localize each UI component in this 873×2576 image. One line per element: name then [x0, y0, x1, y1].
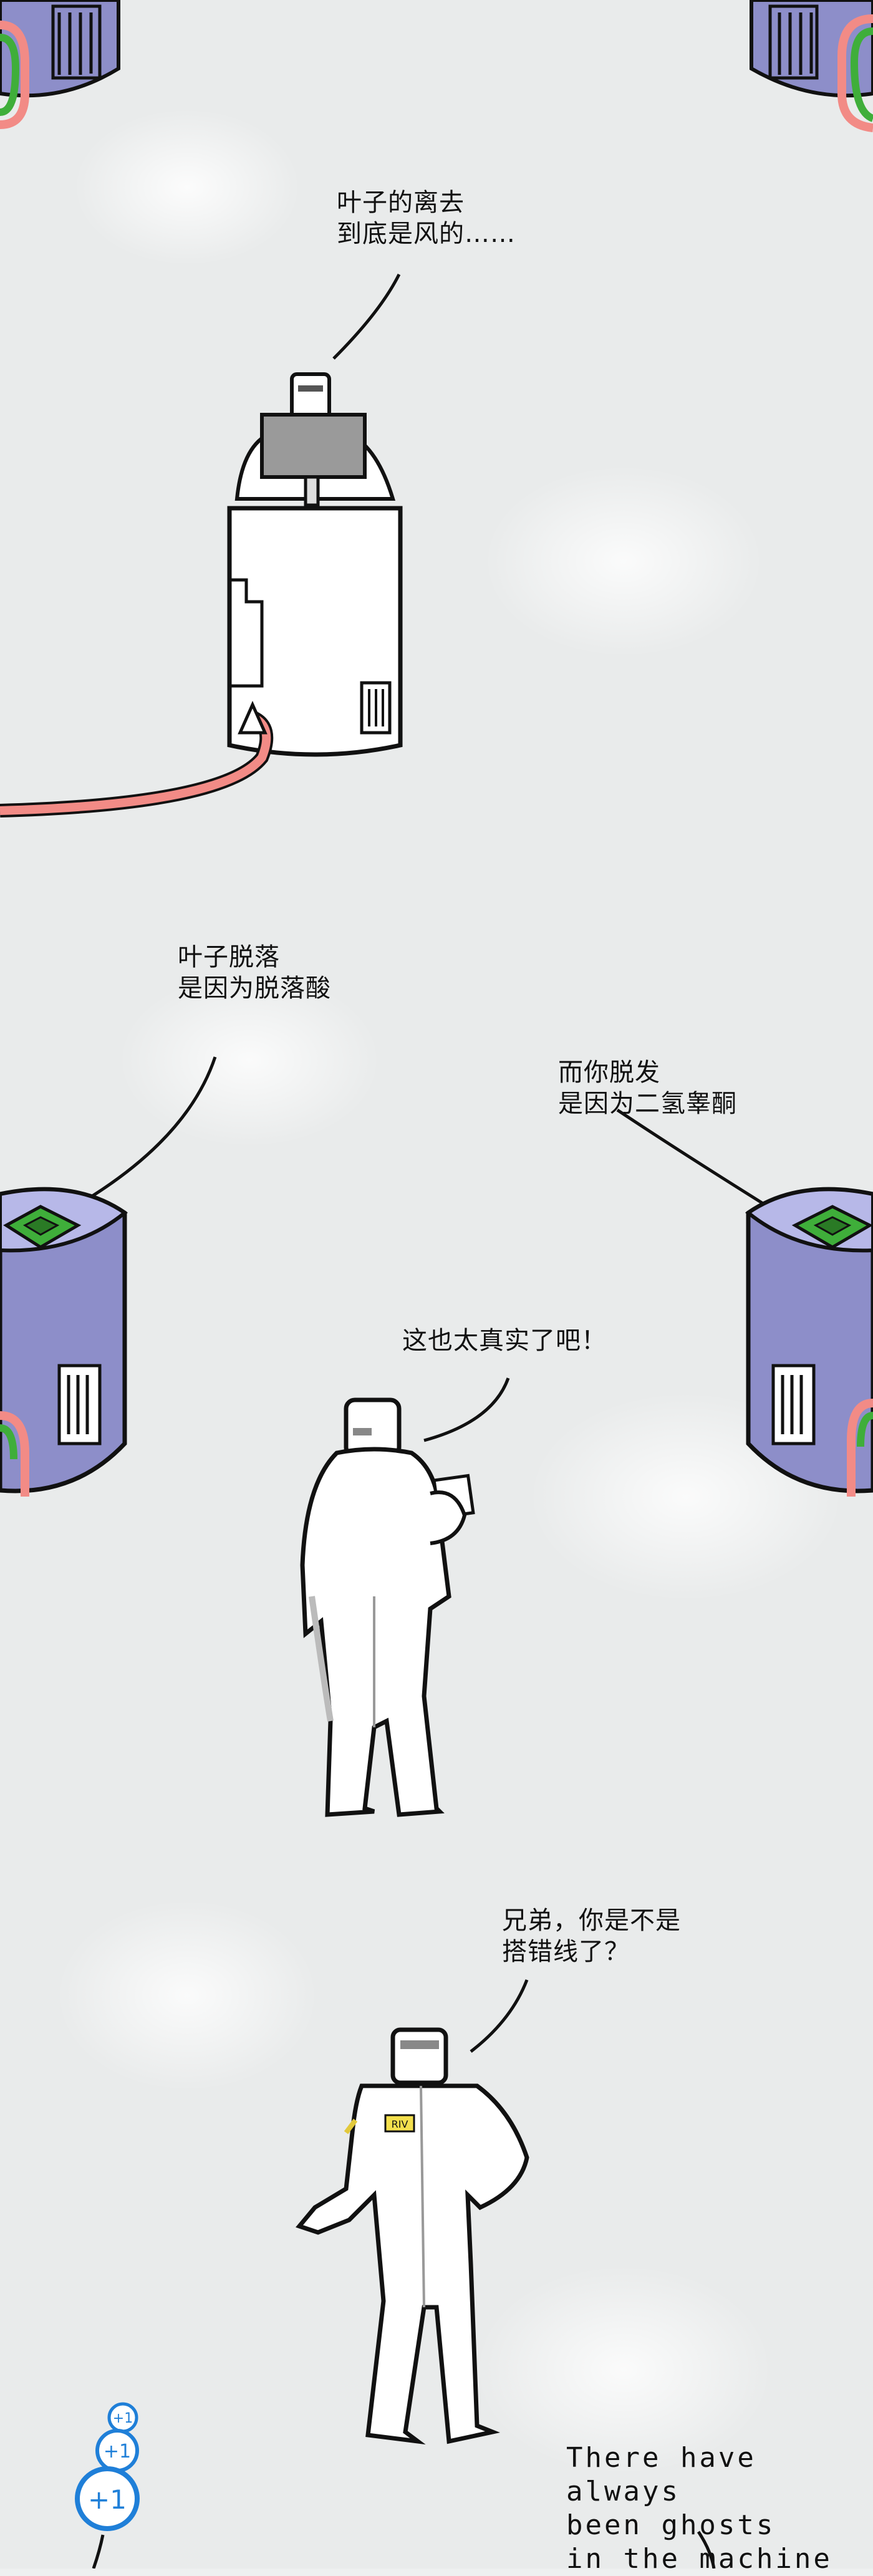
- right-cylinder-with-chip: [745, 1187, 873, 1497]
- panel4-suit-figure: RIV: [296, 1979, 529, 2445]
- top-right-cylinder: [750, 0, 873, 132]
- panel4-dialogue: 兄弟，你是不是 搭错线了？: [502, 1906, 681, 1966]
- suit-label: RIV: [392, 2118, 408, 2130]
- plus-one-badges: +1 +1 +1: [75, 2402, 140, 2531]
- top-left-cylinder: [0, 0, 120, 129]
- panel5-dialogue: There have always been ghosts in the mac…: [566, 2442, 832, 2575]
- panel1-machine-scene: [0, 273, 403, 818]
- plus-one-small-text: +1: [113, 2411, 133, 2426]
- plus-one-large-text: +1: [88, 2484, 127, 2515]
- panel3-dialogue: 这也太真实了吧！: [402, 1326, 607, 1355]
- panel2-left-pointer: [74, 1056, 217, 1208]
- panel2-left-dialogue: 叶子脱落 是因为脱落酸: [178, 943, 331, 1003]
- panel5-pointer: [697, 2530, 716, 2569]
- left-cylinder-with-chip: [0, 1187, 128, 1497]
- panel1-dialogue: 叶子的离去 到底是风的……: [337, 188, 516, 248]
- panel3-suit-figure: [300, 1377, 510, 1817]
- panel2-right-dialogue: 而你脱发 是因为二氢睾酮: [558, 1058, 737, 1118]
- plus-one-badge-large: [75, 2466, 140, 2531]
- plus-one-medium-text: +1: [104, 2441, 131, 2463]
- badge-pointer: [92, 2534, 105, 2569]
